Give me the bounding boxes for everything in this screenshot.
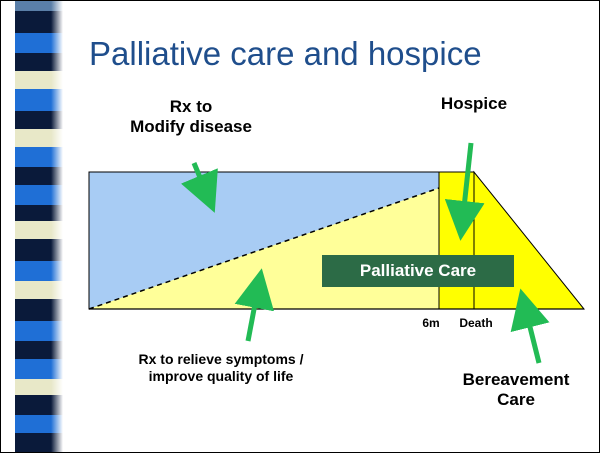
- six-months-label: 6m: [422, 316, 440, 330]
- rx-relieve-label: Rx to relieve symptoms / improve quality…: [106, 351, 336, 385]
- death-label: Death: [459, 316, 493, 330]
- rx-modify-line2: Modify disease: [130, 117, 252, 137]
- arrow-bereavement: [510, 288, 550, 364]
- rx-relieve-line2: improve quality of life: [148, 367, 294, 384]
- bereavement-line1: Bereavement: [462, 370, 570, 389]
- hospice-label: Hospice: [440, 94, 508, 113]
- arrow-disease: [180, 162, 218, 213]
- bereavement-region: [473, 170, 586, 310]
- arrow-hospice: [444, 142, 485, 241]
- rx-modify-label: Rx to Modify disease: [106, 97, 276, 138]
- arrow-relieve: [234, 268, 274, 342]
- hospice-region: [438, 171, 475, 310]
- decorative-stripe-bar: [15, 1, 81, 452]
- bereavement-line2: Care: [497, 390, 535, 410]
- rx-modify-line1: Rx to: [169, 97, 213, 116]
- slide-title: Palliative care and hospice: [89, 35, 482, 72]
- rx-relieve-line1: Rx to relieve symptoms /: [138, 351, 304, 367]
- dashed-divider: [88, 187, 440, 310]
- bereavement-label: Bereavement Care: [446, 370, 586, 411]
- palliative-care-box: Palliative Care: [322, 255, 514, 287]
